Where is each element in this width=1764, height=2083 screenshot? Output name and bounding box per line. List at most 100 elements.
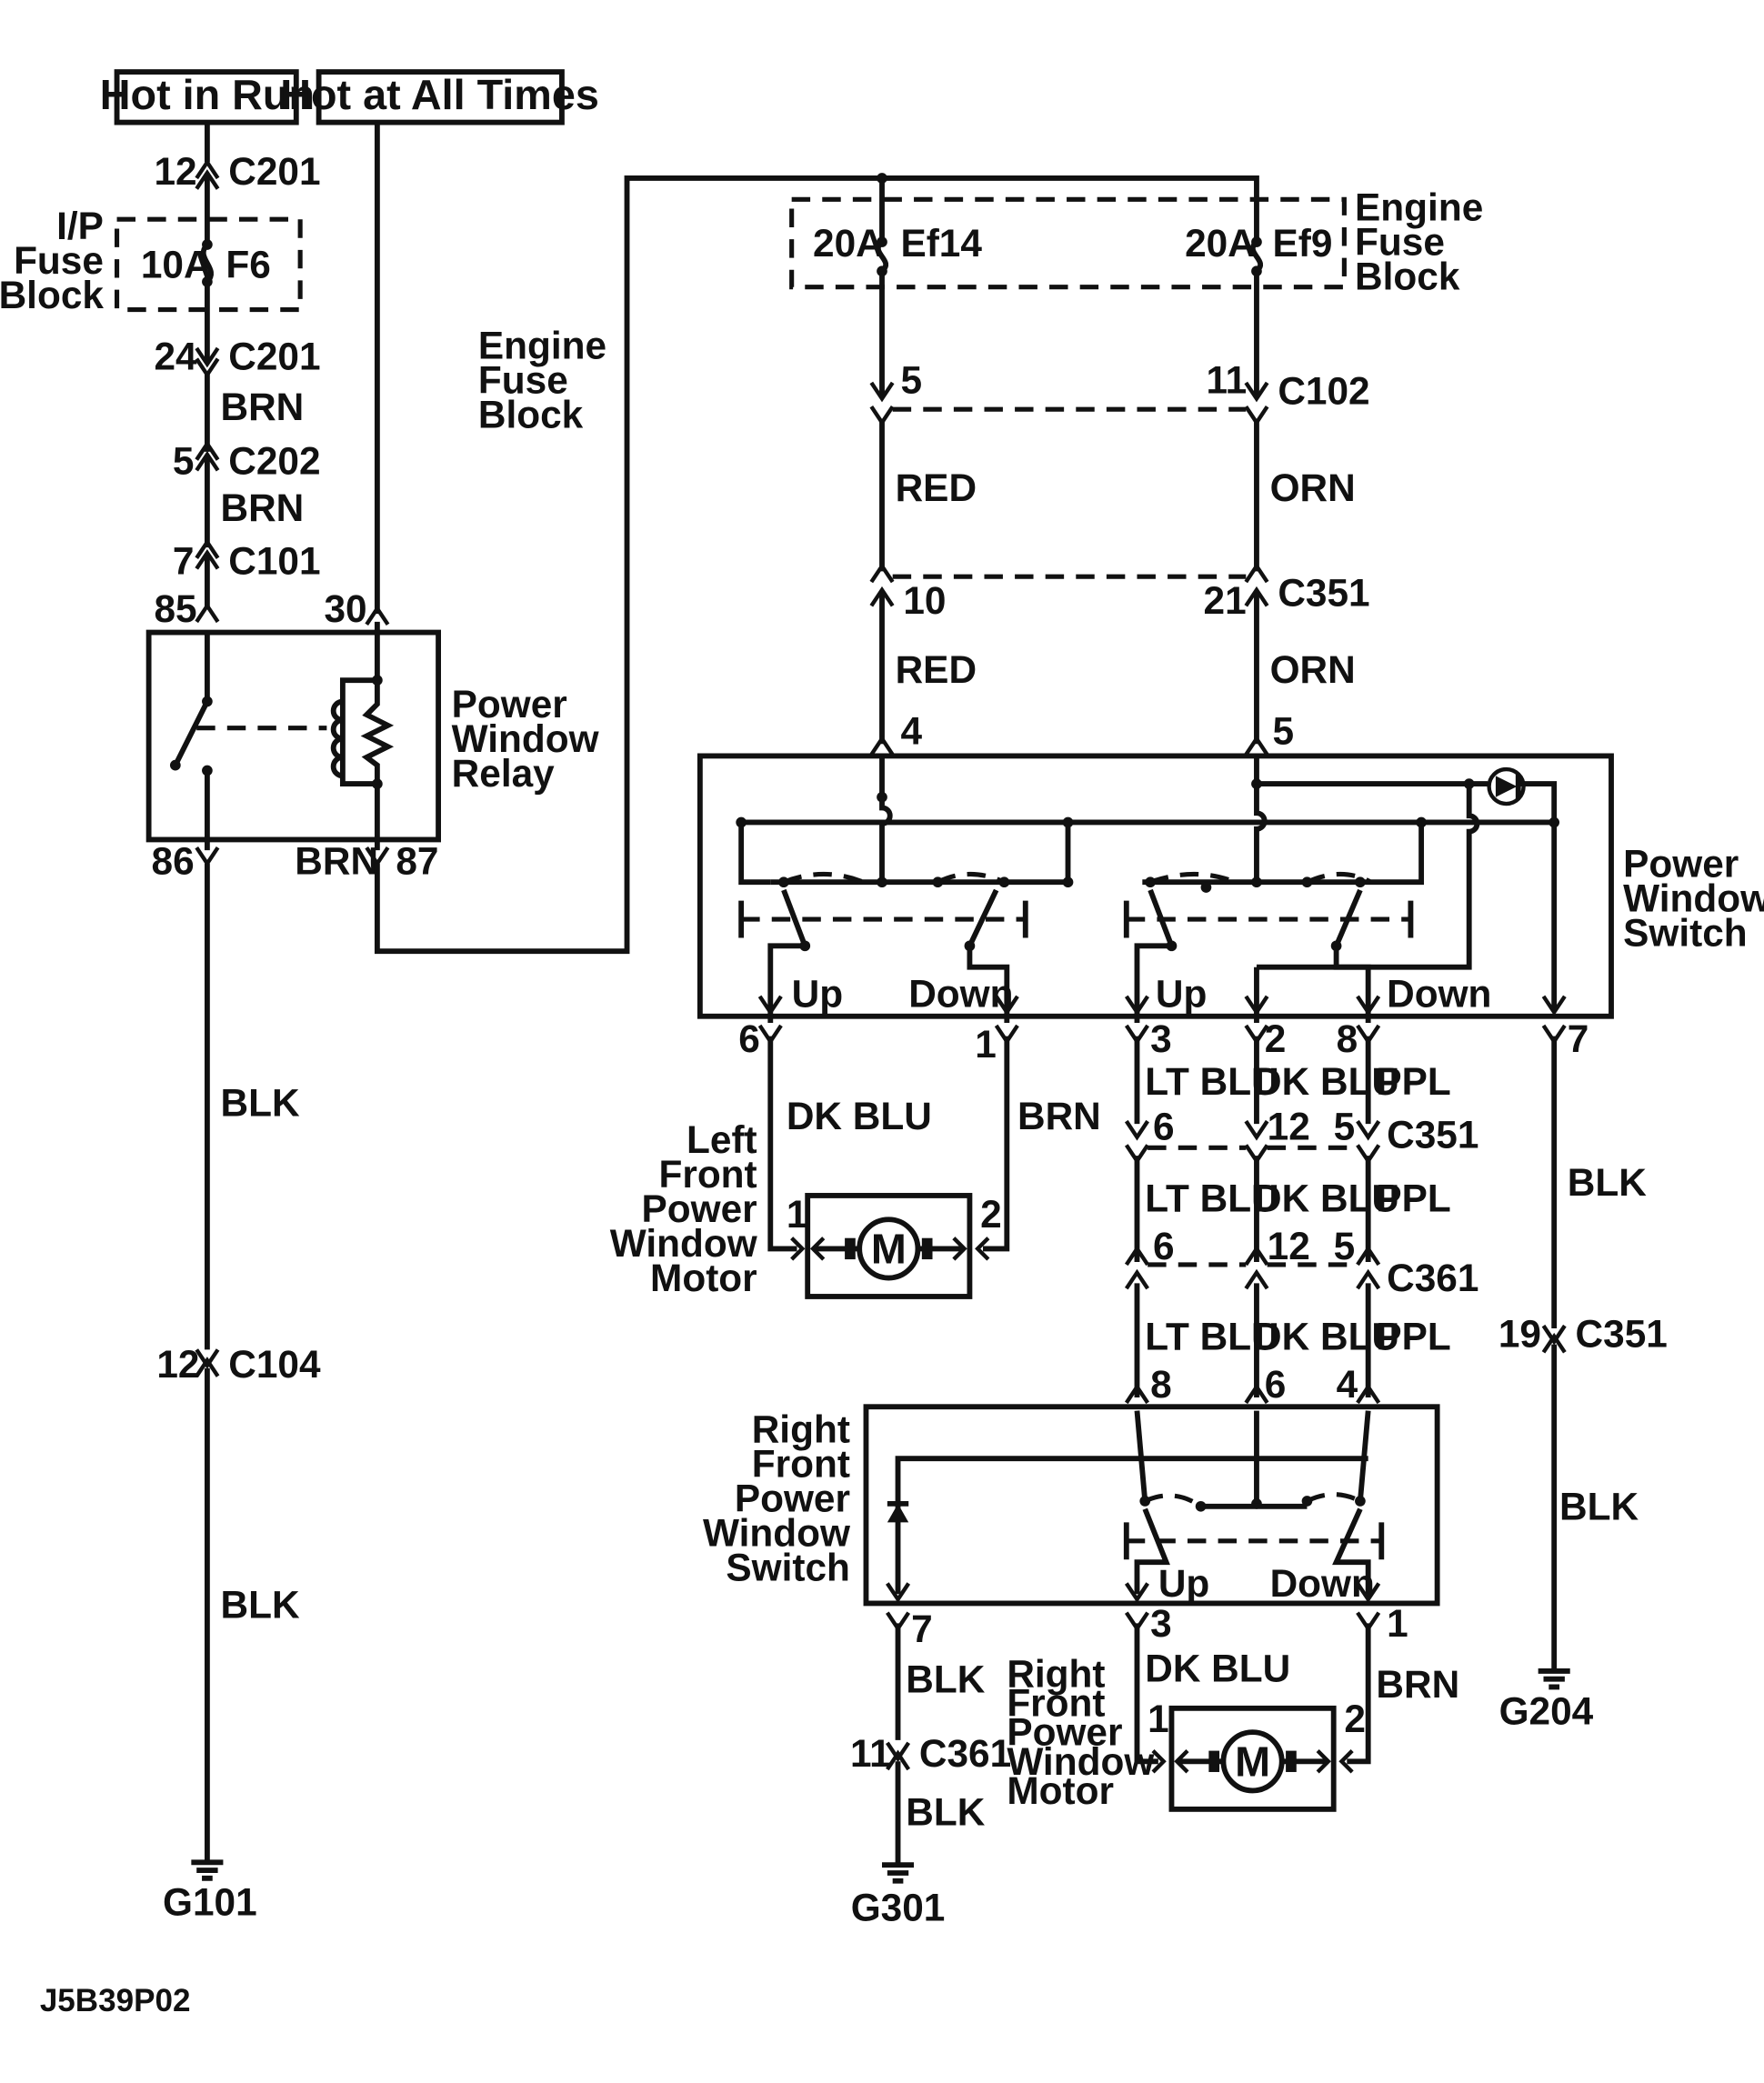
hot-at-all-times-label: Hot at All Times xyxy=(280,71,599,118)
rf-motor-label-5: Motor xyxy=(1007,1769,1114,1812)
lf-up-switch-arm xyxy=(781,888,808,947)
engine-fuse-block xyxy=(789,196,1347,290)
rf-power-window-switch-box xyxy=(863,1404,1440,1607)
wire-dkblu-lf: DK BLU xyxy=(787,1095,932,1137)
rf-contact-feed-dot xyxy=(1251,876,1262,888)
engine-fuse-label-left-1: Engine xyxy=(478,325,606,367)
fuse-f6-id: F6 xyxy=(226,244,270,286)
power-window-relay-box xyxy=(145,629,441,843)
pin-6-c351: 6 xyxy=(1153,1106,1175,1148)
rf-motor-label-3: Power xyxy=(1007,1711,1122,1754)
pin-7-c101: 7 xyxy=(173,539,195,582)
wire-orn-label-1: ORN xyxy=(1270,466,1356,509)
pin-6-c361: 6 xyxy=(1153,1225,1175,1267)
lf-down-contact-dot xyxy=(998,876,1010,888)
rf-motor-brush-right xyxy=(1286,1750,1297,1772)
rf-switch-ganged-links xyxy=(1144,1492,1362,1508)
lf-motor-brush-left xyxy=(845,1237,856,1260)
wire-brn-label-87: BRN xyxy=(295,839,378,882)
rf-switch-label-5: Switch xyxy=(726,1547,850,1589)
rf-switch-input-leads xyxy=(1134,1410,1371,1502)
wire-red-orn-1 xyxy=(879,419,1259,572)
pin-8-switch: 8 xyxy=(1337,1017,1358,1060)
rf-switch-illum-line xyxy=(895,1456,1368,1595)
wire-ltblu-2: LT BLU xyxy=(1145,1177,1278,1219)
pin-86: 86 xyxy=(152,839,195,882)
pin-12-c361: 12 xyxy=(1268,1225,1310,1267)
pin-12-c104: 12 xyxy=(156,1343,199,1386)
pin-85: 85 xyxy=(154,587,196,630)
pin-8-rf-switch: 8 xyxy=(1150,1363,1172,1406)
lf-motor-icon xyxy=(857,1217,921,1281)
fuse-ef9-id: Ef9 xyxy=(1272,222,1332,265)
label-c102: C102 xyxy=(1278,369,1369,412)
lf-down-label: Down xyxy=(908,973,1013,1016)
relay-pin-30-arrow xyxy=(365,605,390,626)
relay-coil-frame xyxy=(339,621,380,851)
rf-motor-box xyxy=(1168,1705,1337,1812)
wire-brn-label-2: BRN xyxy=(221,486,305,529)
rf-switch-label-2: Front xyxy=(752,1443,850,1486)
engine-fuse-label-2: Fuse xyxy=(1355,221,1445,264)
fuse-f6-rating: 10A xyxy=(141,244,212,286)
wire-red-label-1: RED xyxy=(896,466,977,509)
wire-blk-switch-label-1: BLK xyxy=(1568,1161,1647,1204)
label-c351-lower: C351 xyxy=(1387,1113,1478,1156)
switch-output-leads xyxy=(767,943,1371,1024)
rf-common-contact-dot xyxy=(1301,876,1313,888)
ip-fuse-label-1: I/P xyxy=(56,205,104,247)
rf-motor-wires xyxy=(1134,1623,1371,1765)
wire-ppl-1: PPL xyxy=(1376,1060,1450,1103)
wire-engine-fuse-outputs xyxy=(879,271,1259,396)
connector-c351-upper xyxy=(869,562,1269,607)
pin-10-c351: 10 xyxy=(903,579,946,622)
ground-g204-label: G204 xyxy=(1499,1689,1594,1732)
connector-c361-upper xyxy=(1124,1245,1381,1290)
lf-contact-bus-dot xyxy=(1062,876,1074,888)
wire-dkblu-3: DK BLU xyxy=(1254,1315,1399,1357)
fuse-ef9-rating: 20A xyxy=(1185,222,1256,265)
lf-motor-label-3: Power xyxy=(642,1187,757,1230)
pin-19-c351: 19 xyxy=(1498,1312,1541,1355)
rf-motor-brush-left xyxy=(1208,1750,1220,1772)
wire-ppl-3: PPL xyxy=(1376,1315,1450,1357)
label-c361-lower: C361 xyxy=(919,1732,1011,1775)
switch-pin-arrows-top xyxy=(869,735,1269,756)
switch-bus-drops xyxy=(738,822,1425,886)
wires-c351-to-c361 xyxy=(1134,1156,1371,1262)
pin-7-switch: 7 xyxy=(1568,1017,1589,1060)
switch-output-arrows xyxy=(757,995,1567,1016)
pin-4-switch: 4 xyxy=(900,709,922,752)
rf-motor-terminals xyxy=(1151,1749,1354,1774)
fuse-ef14-rating: 20A xyxy=(813,222,884,265)
rf-center-contact-dot xyxy=(1200,882,1212,893)
rf-switch-connector-pins xyxy=(886,1611,1381,1633)
connector-c361-lower xyxy=(886,1741,911,1771)
lf-motor-label-1: Left xyxy=(687,1118,757,1161)
label-c201-upper: C201 xyxy=(228,150,320,193)
lf-motor-box xyxy=(805,1193,973,1299)
switch-illumination-line xyxy=(1256,781,1558,1010)
switch-ganged-links xyxy=(782,871,1372,885)
pin-12-c201: 12 xyxy=(154,150,196,193)
switch-feed-4-crossover xyxy=(879,796,893,883)
pin-12-c351: 12 xyxy=(1268,1106,1310,1148)
wire-brn-lf: BRN xyxy=(1017,1095,1101,1137)
relay-label-3: Relay xyxy=(452,752,555,795)
connector-c202 xyxy=(195,440,220,472)
connector-c104 xyxy=(195,1348,220,1377)
switch-feed-5-crossover xyxy=(1254,784,1268,883)
hot-at-all-times-box xyxy=(316,69,565,125)
pin-5-c202: 5 xyxy=(173,440,195,483)
rf-motor-label-2: Front xyxy=(1007,1682,1105,1725)
rf-motor-icon xyxy=(1220,1729,1285,1794)
pin-24-c201: 24 xyxy=(154,335,197,377)
pin-5-c102: 5 xyxy=(900,359,922,402)
switch-diode-icon xyxy=(1495,776,1518,797)
switch-label-3: Switch xyxy=(1623,911,1748,954)
label-c104: C104 xyxy=(228,1343,321,1386)
lf-motor-terminals xyxy=(790,1237,990,1261)
wire-blk-label-1: BLK xyxy=(221,1081,300,1124)
switch-label-1: Power xyxy=(1623,842,1739,885)
